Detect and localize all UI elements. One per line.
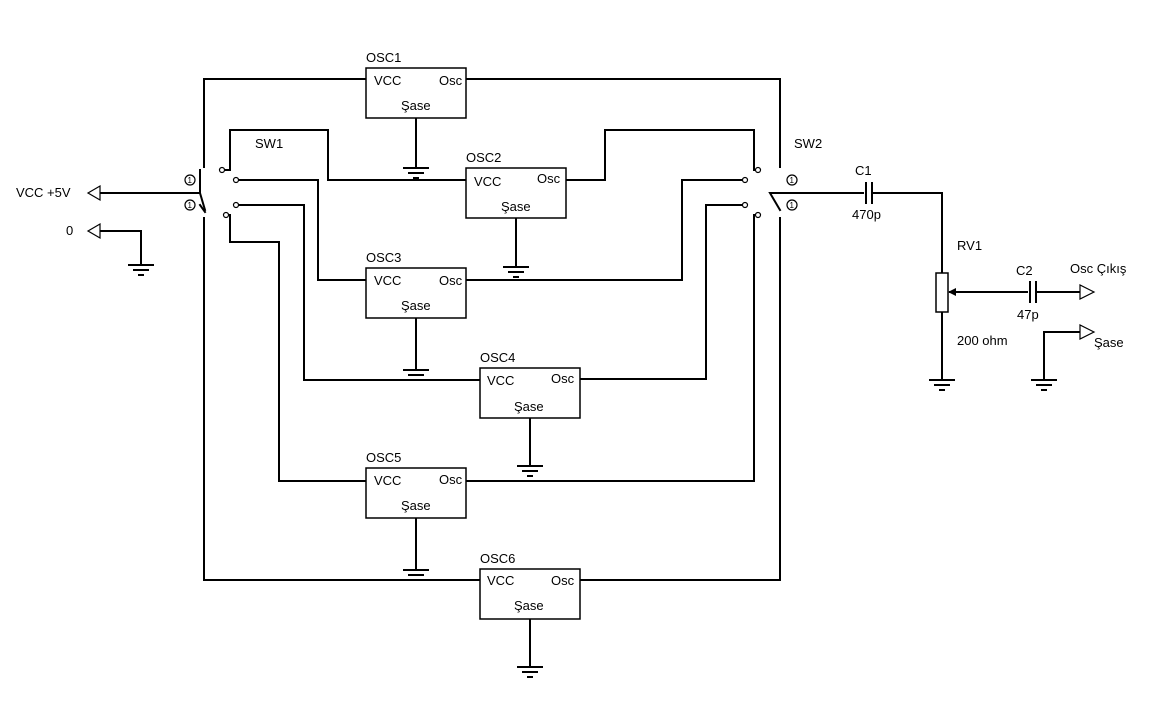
osc-name: OSC3 [366, 250, 401, 265]
sw2-pole-top-mark: 1 [790, 176, 795, 185]
potentiometer-rv1 [935, 272, 956, 313]
osc-vcc-pin: VCC [374, 73, 401, 88]
osc-gnd-pin: Şase [401, 298, 431, 313]
vcc-input-arrow-icon [86, 184, 101, 202]
osc-gnd-pin: Şase [401, 498, 431, 513]
osc-gnd-pin: Şase [401, 98, 431, 113]
osc-out-pin: Osc [551, 573, 575, 588]
ground-symbol-osc6 [517, 666, 543, 678]
vcc-input-label: VCC +5V [16, 185, 71, 200]
osc-block-3: OSC3 VCC Osc Şase [365, 250, 467, 319]
zero-input-label: 0 [66, 223, 73, 238]
osc-gnd-pin: Şase [501, 199, 531, 214]
capacitor-c2 [1029, 281, 1037, 303]
osc-out-pin: Osc [551, 371, 575, 386]
osc-output-arrow-icon [1079, 284, 1096, 300]
osc-vcc-pin: VCC [374, 473, 401, 488]
rv1-value: 200 ohm [957, 333, 1008, 348]
osc-block-6: OSC6 VCC Osc Şase [479, 551, 581, 620]
osc-out-pin: Osc [439, 73, 463, 88]
sw1-pole-bottom-mark: 1 [188, 201, 193, 210]
osc-name: OSC5 [366, 450, 401, 465]
osc-out-pin: Osc [439, 472, 463, 487]
ground-symbol-osc1 [403, 167, 429, 179]
c1-label: C1 [855, 163, 872, 178]
sw2-contacts [741, 166, 798, 219]
sw1-contacts [184, 166, 240, 219]
osc-output-label: Osc Çıkış [1070, 261, 1127, 276]
ground-symbol-osc3 [403, 369, 429, 381]
terminals [86, 184, 1096, 340]
osc-gnd-pin: Şase [514, 399, 544, 414]
ground-symbol-output [1031, 379, 1057, 391]
osc-name: OSC4 [480, 350, 515, 365]
osc-block-1: OSC1 VCC Osc Şase [365, 50, 467, 119]
osc-block-2: OSC2 VCC Osc Şase [465, 150, 567, 219]
osc-name: OSC1 [366, 50, 401, 65]
osc-vcc-pin: VCC [487, 573, 514, 588]
zero-input-arrow-icon [86, 222, 101, 240]
c1-value: 470p [852, 207, 881, 222]
osc-out-pin: Osc [537, 171, 561, 186]
osc-vcc-pin: VCC [487, 373, 514, 388]
sw1-pole-top-mark: 1 [188, 176, 193, 185]
sw2-label: SW2 [794, 136, 822, 151]
sw1-label: SW1 [255, 136, 283, 151]
osc-vcc-pin: VCC [374, 273, 401, 288]
c2-value: 47p [1017, 307, 1039, 322]
ground-output-label: Şase [1094, 335, 1124, 350]
ground-symbol-rv1 [929, 379, 955, 391]
rv1-label: RV1 [957, 238, 982, 253]
osc-gnd-pin: Şase [514, 598, 544, 613]
ground-output-arrow-icon [1079, 324, 1096, 340]
osc-out-pin: Osc [439, 273, 463, 288]
osc-block-5: OSC5 VCC Osc Şase [365, 450, 467, 519]
wires [99, 78, 1081, 668]
sw2-pole-bottom-mark: 1 [790, 201, 795, 210]
osc-name: OSC6 [480, 551, 515, 566]
osc-block-4: OSC4 VCC Osc Şase [479, 350, 581, 419]
ground-symbol-osc5 [403, 569, 429, 581]
ground-symbols [128, 167, 1057, 678]
c2-label: C2 [1016, 263, 1033, 278]
ground-symbol-input [128, 264, 154, 276]
capacitor-c1 [865, 182, 873, 204]
osc-vcc-pin: VCC [474, 174, 501, 189]
osc-name: OSC2 [466, 150, 501, 165]
ground-symbol-osc4 [517, 465, 543, 477]
ground-symbol-osc2 [503, 266, 529, 278]
